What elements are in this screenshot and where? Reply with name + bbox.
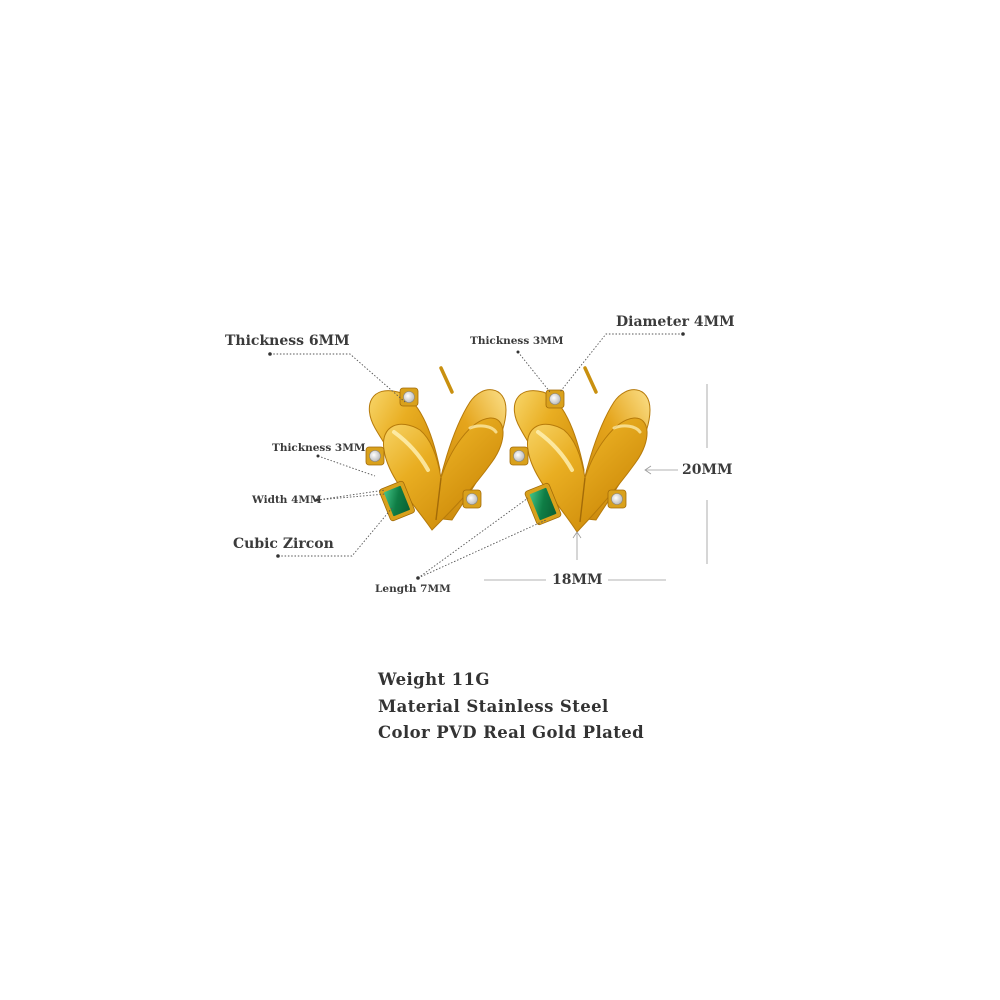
spec-material: Material Stainless Steel [378,697,609,716]
right-earring-post [583,366,598,394]
callout-line-length-7-b [417,519,547,579]
label-thickness-3mm-right: Thickness 3MM [470,335,564,347]
right-earring-zircon-top [545,389,565,409]
callout-line-thickness-3-left [317,455,376,477]
right-earring-zircon-left [509,446,529,466]
callout-line-cubic-zircon [278,507,393,557]
left-earring-emerald [379,480,415,522]
callout-line-diameter-4 [559,333,683,393]
label-length-7mm: Length 7MM [375,583,451,595]
callout-line-thickness-6 [270,353,406,403]
label-width-18mm: 18MM [552,572,603,588]
left-earring-zircon-top [399,387,419,407]
callout-line-width-4-a [316,489,386,501]
callout-line-length-7-a [417,497,529,579]
callout-dots [268,332,685,580]
left-earring-zircon-left [365,446,385,466]
left-earring [365,366,507,531]
spec-color: Color PVD Real Gold Plated [378,723,645,742]
left-earring-zircon-right [462,489,482,509]
label-thickness-3mm-left: Thickness 3MM [272,442,366,454]
callout-lines [270,333,683,579]
callout-line-thickness-3-right [517,351,551,393]
spec-weight: Weight 11G [378,670,490,689]
right-earring [509,366,651,533]
label-diameter-4mm: Diameter 4MM [616,314,735,330]
dimension-lines [484,384,708,581]
label-cubic-zircon: Cubic Zircon [233,536,334,552]
callout-line-width-4-b [316,493,386,501]
label-height-20mm: 20MM [682,462,733,478]
left-earring-post [439,366,454,394]
right-earring-emerald [524,482,562,526]
label-width-4mm: Width 4MM [252,494,322,506]
label-thickness-6mm: Thickness 6MM [225,333,350,349]
right-earring-zircon-right [607,489,627,509]
